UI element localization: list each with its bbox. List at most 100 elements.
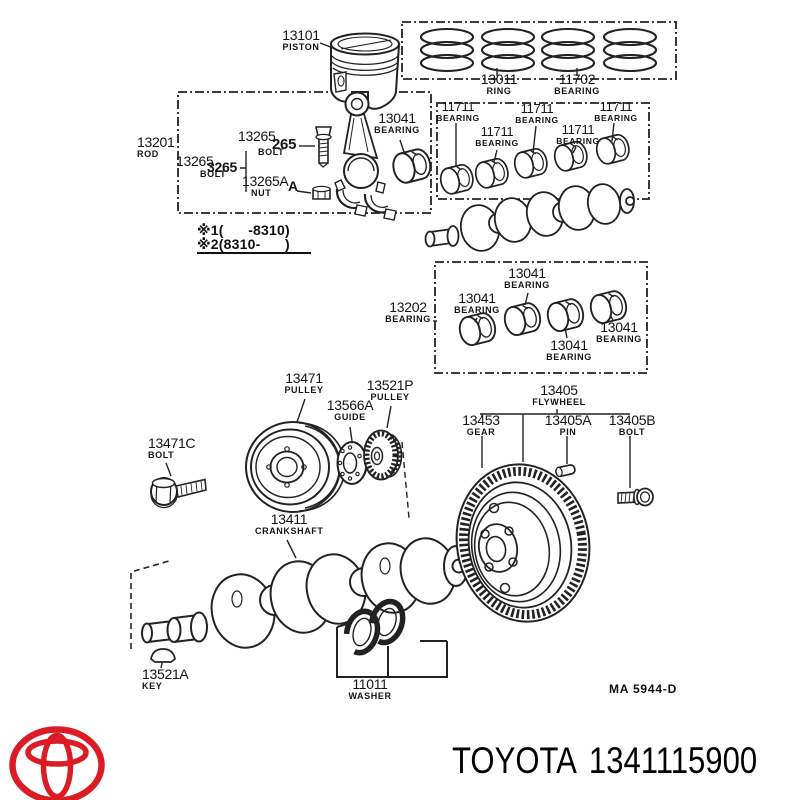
callout-main-bearing-lower-2: 13041 BEARING: [449, 290, 505, 316]
part-number: 13521P: [366, 377, 414, 393]
brand-name: TOYOTA: [452, 740, 577, 781]
callout-rod-nut: 13265A A NUT: [242, 174, 314, 200]
callout-flywheel: 13405 FLYWHEEL: [530, 382, 588, 408]
part-number: 11711: [441, 99, 475, 114]
part-number-overprint: A: [288, 178, 298, 194]
callout-ring-bearing: 11702 BEARING: [549, 71, 605, 97]
callout-main-bearing-lower-3: 13041 BEARING: [541, 337, 597, 363]
part-number: 13201: [137, 134, 175, 150]
part-name: PIN: [559, 427, 577, 438]
part-name: BEARING: [504, 280, 550, 291]
callout-main-bearing-upper-3: 11711 BEARING: [588, 99, 644, 124]
part-name: RING: [486, 86, 512, 97]
crankshaft-small-drawing: [424, 183, 635, 252]
note-line-1: ※1( -8310): [197, 222, 290, 238]
part-number: 13471: [285, 370, 323, 386]
callout-thrust-washer: 11011 WASHER: [342, 676, 398, 702]
callout-timing-pulley: 13521P PULLEY: [361, 377, 419, 403]
part-number: 13411: [270, 511, 308, 527]
logo-vertical-ellipse: [40, 732, 74, 800]
footer-part-title: TOYOTA 1341115900: [452, 740, 761, 782]
part-name: BEARING: [594, 113, 638, 124]
drawing-code: MA 5944-D: [609, 682, 678, 696]
part-number: 13041: [508, 265, 546, 281]
part-number: 13041: [378, 110, 416, 126]
part-number-overprint: 265: [272, 136, 297, 153]
part-number: 13041: [458, 290, 496, 306]
rod-bolt-drawing: [315, 126, 332, 168]
rod-drawing: [334, 91, 397, 221]
part-name: PULLEY: [370, 392, 410, 403]
assembly-dashed-line: [401, 441, 410, 519]
rod-nut-drawing: [312, 185, 331, 200]
logo-crossbar-ellipse: [25, 738, 89, 767]
notes-underline: [197, 252, 311, 254]
part-name: BOLT: [618, 427, 646, 438]
callout-flywheel-bolt: 13405B BOLT: [604, 412, 660, 438]
part-name: PISTON: [282, 42, 320, 53]
part-name: BEARING: [554, 86, 600, 97]
part-number: 13471C: [148, 435, 196, 451]
callout-main-bearing-upper-2: 11711 BEARING: [509, 101, 565, 126]
piston-drawing: [330, 32, 401, 110]
part-name: NUT: [251, 188, 272, 198]
callout-rod-bearing: 13041 BEARING: [369, 110, 425, 136]
callout-main-bearing-lower-4: 13041 BEARING: [591, 319, 647, 345]
rod-bearing-drawing: [389, 146, 435, 186]
part-name: PULLEY: [284, 385, 324, 396]
part-number: 11711: [520, 101, 554, 116]
applicability-notes: ※1( -8310) ※2(8310- ): [197, 223, 311, 254]
pin-drawing: [555, 464, 576, 478]
piston-rings-drawing: [419, 27, 658, 73]
toyota-logo: [8, 726, 108, 800]
callout-ring: 13011 RING: [471, 71, 527, 97]
part-name: FLYWHEEL: [532, 397, 586, 408]
part-number: 11702: [558, 71, 596, 87]
callout-lines: [160, 42, 631, 669]
part-number-text: 1341115900: [588, 740, 758, 781]
callout-guide: 13566A GUIDE: [322, 397, 378, 423]
dashed-boxes: [177, 21, 677, 374]
part-number: 11711: [599, 99, 633, 114]
callout-rod: 13201 ROD: [137, 134, 175, 160]
callout-piston: 13101 PISTON: [273, 27, 329, 53]
callout-main-bearing-lower-1: 13041 BEARING: [499, 265, 555, 291]
part-number: 13405A: [544, 412, 592, 428]
callout-main-bearing-upper-1: 11711 BEARING: [430, 99, 486, 124]
callout-block-bearing: 13202 BEARING: [380, 299, 436, 325]
part-number-overprint: 3265: [207, 159, 237, 175]
part-number: 13566A: [326, 397, 374, 413]
callout-crankshaft: 13411 CRANKSHAFT: [255, 511, 324, 537]
part-name: GEAR: [466, 427, 496, 438]
crank-nose-dashed-outline: [130, 560, 170, 649]
part-number: 13265: [176, 153, 214, 169]
part-number: 13405: [540, 382, 578, 398]
part-name: BEARING: [596, 334, 642, 345]
part-number: 11711: [480, 124, 514, 139]
part-name: BEARING: [436, 113, 480, 124]
part-number: 13453: [462, 412, 500, 428]
part-name: BEARING: [515, 115, 559, 126]
part-name: KEY: [142, 681, 163, 692]
part-name: GUIDE: [334, 412, 366, 423]
guide-drawing: [336, 441, 368, 485]
part-number: 13041: [600, 319, 638, 335]
pulley-bolt-drawing: [150, 477, 207, 509]
timing-pulley-drawing: [363, 429, 403, 481]
part-number: 13202: [389, 299, 427, 315]
part-name: BOLT: [258, 147, 285, 157]
pulley-drawing: [245, 421, 346, 513]
flywheel-drawing: [455, 463, 591, 623]
part-name: CRANKSHAFT: [255, 526, 324, 537]
part-number: 13011: [480, 71, 518, 87]
part-number: 11011: [352, 676, 388, 692]
flywheel-bolt-drawing: [617, 487, 654, 507]
part-name: ROD: [137, 149, 159, 160]
note-line-2: ※2(8310- ): [197, 236, 290, 252]
callout-rod-bolt-left: 13265 3265 BOLT: [176, 154, 248, 182]
callout-pulley-bolt: 13471C BOLT: [148, 435, 196, 461]
callout-pulley: 13471 PULLEY: [276, 370, 332, 396]
part-name: BEARING: [475, 138, 519, 149]
